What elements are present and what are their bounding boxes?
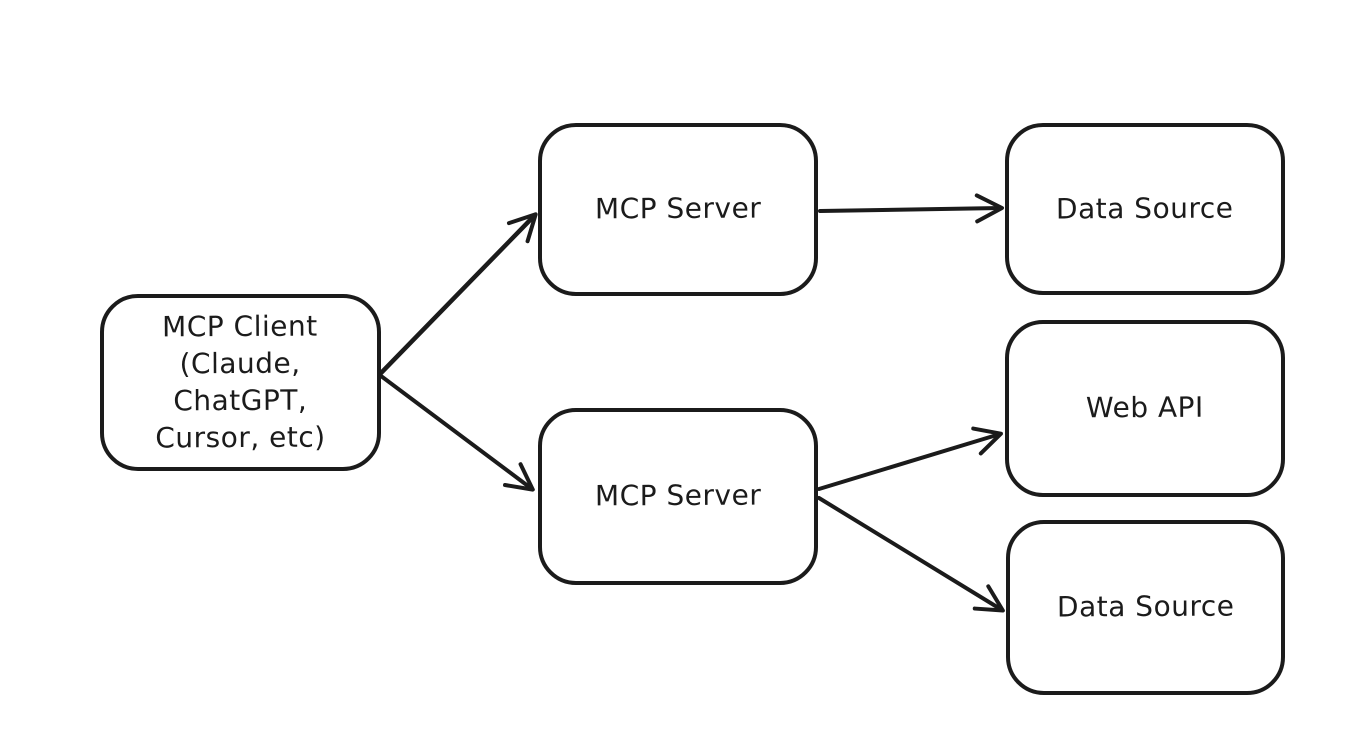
node-mcp-server-top-label: MCP Server — [594, 191, 762, 226]
node-data-source-bottom: Data Source — [1006, 520, 1285, 695]
node-mcp-server-bottom-label: MCP Server — [594, 478, 762, 513]
edge-server-bottom-to-web-api — [817, 426, 1003, 491]
edge-client-to-server-top — [378, 212, 538, 376]
node-mcp-client-label: MCP Client (Claude, ChatGPT, Cursor, etc… — [155, 309, 327, 454]
node-data-source-bottom-label: Data Source — [1056, 589, 1235, 624]
edge-server-top-to-data-source — [818, 193, 1004, 224]
node-mcp-server-bottom: MCP Server — [538, 408, 818, 585]
node-mcp-client: MCP Client (Claude, ChatGPT, Cursor, etc… — [100, 294, 381, 471]
node-data-source-top-label: Data Source — [1056, 191, 1234, 225]
node-web-api-label: Web API — [1086, 390, 1204, 425]
node-web-api: Web API — [1005, 320, 1285, 497]
edge-server-bottom-to-data-source — [817, 496, 1005, 613]
node-mcp-server-top: MCP Server — [538, 123, 818, 296]
edge-client-to-server-bottom — [379, 374, 535, 492]
node-data-source-top: Data Source — [1005, 123, 1285, 295]
